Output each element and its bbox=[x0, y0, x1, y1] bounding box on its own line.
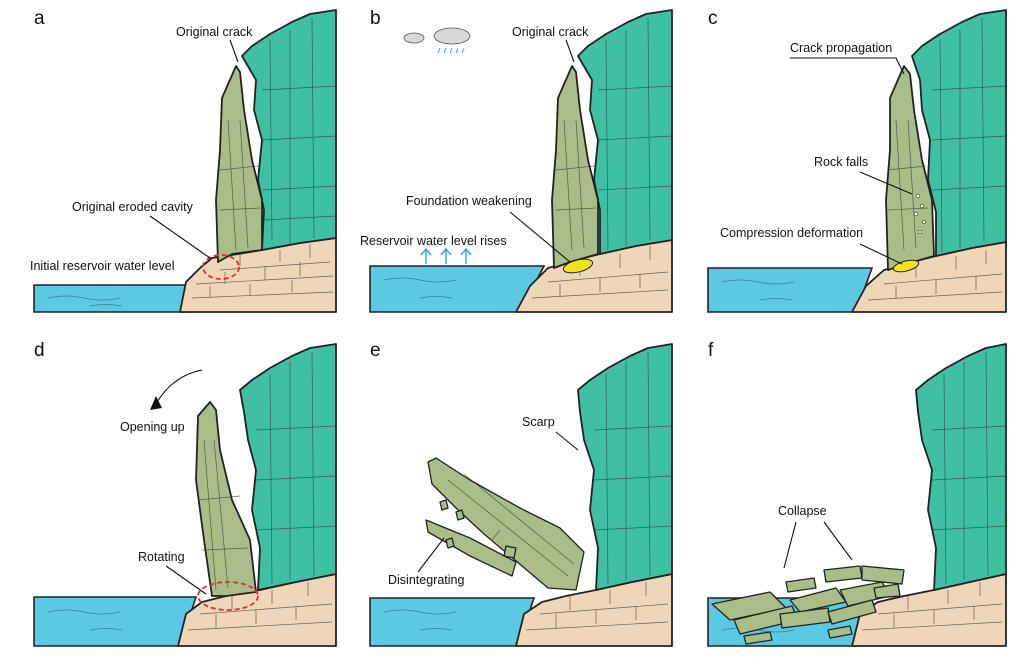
rain-cloud-icon bbox=[433, 27, 471, 54]
panel-e: e Scarp Disintegrating bbox=[369, 340, 673, 647]
rotation-circle bbox=[197, 581, 259, 611]
rock-pillar bbox=[551, 65, 599, 269]
annotation-initial-water-level: Initial reservoir water level bbox=[30, 259, 175, 273]
panel-label: e bbox=[370, 340, 381, 361]
annotation-opening-up: Opening up bbox=[120, 420, 185, 434]
panel-label: a bbox=[34, 8, 45, 29]
reservoir-water bbox=[33, 596, 198, 647]
water-rise-arrows bbox=[420, 247, 472, 264]
rock-pillar-rotating bbox=[195, 401, 257, 597]
annotation-original-crack: Original crack bbox=[512, 25, 589, 39]
cloud-icon bbox=[403, 32, 425, 44]
annotation-original-crack: Original crack bbox=[176, 25, 253, 39]
annotation-rock-falls: Rock falls bbox=[814, 155, 868, 169]
reservoir-water bbox=[369, 597, 536, 647]
panel-c: c Crack propagation Rock falls Compressi… bbox=[707, 8, 1007, 313]
weakening-zone bbox=[562, 258, 594, 274]
cliff-face bbox=[239, 343, 337, 591]
annotation-rotating: Rotating bbox=[138, 550, 185, 564]
reservoir-water bbox=[33, 284, 187, 313]
cliff-face bbox=[915, 343, 1007, 591]
rock-pillar bbox=[215, 65, 263, 263]
collapsed-debris bbox=[711, 565, 905, 645]
panel-label: c bbox=[708, 8, 718, 29]
reservoir-water bbox=[707, 267, 874, 313]
annotation-collapse: Collapse bbox=[778, 504, 827, 518]
annotation-original-eroded-cavity: Original eroded cavity bbox=[72, 200, 194, 214]
panel-label: f bbox=[708, 340, 714, 361]
falling-rocks bbox=[913, 193, 926, 235]
panel-label: b bbox=[370, 8, 381, 29]
annotation-foundation-weakening: Foundation weakening bbox=[406, 194, 532, 208]
annotation-water-level-rises: Reservoir water level rises bbox=[360, 234, 507, 248]
opening-arrow bbox=[155, 369, 203, 405]
panel-label: d bbox=[34, 340, 45, 361]
block-fragment bbox=[425, 519, 517, 577]
eroded-cavity-circle bbox=[202, 254, 240, 280]
annotation-crack-propagation: Crack propagation bbox=[790, 41, 892, 55]
panel-f: f Collapse bbox=[707, 340, 1007, 647]
panel-a: a Original crack Original eroded cavity … bbox=[30, 8, 337, 313]
panel-b: b Original crack Foundation weakening Re… bbox=[360, 8, 673, 313]
scarp-cliff bbox=[577, 343, 673, 591]
annotation-disintegrating: Disintegrating bbox=[388, 573, 464, 587]
falling-block bbox=[427, 457, 585, 591]
annotation-compression-deformation: Compression deformation bbox=[720, 226, 863, 240]
annotation-scarp: Scarp bbox=[522, 415, 555, 429]
panel-d: d Opening up Rotating bbox=[33, 340, 337, 647]
reservoir-water bbox=[369, 265, 546, 313]
